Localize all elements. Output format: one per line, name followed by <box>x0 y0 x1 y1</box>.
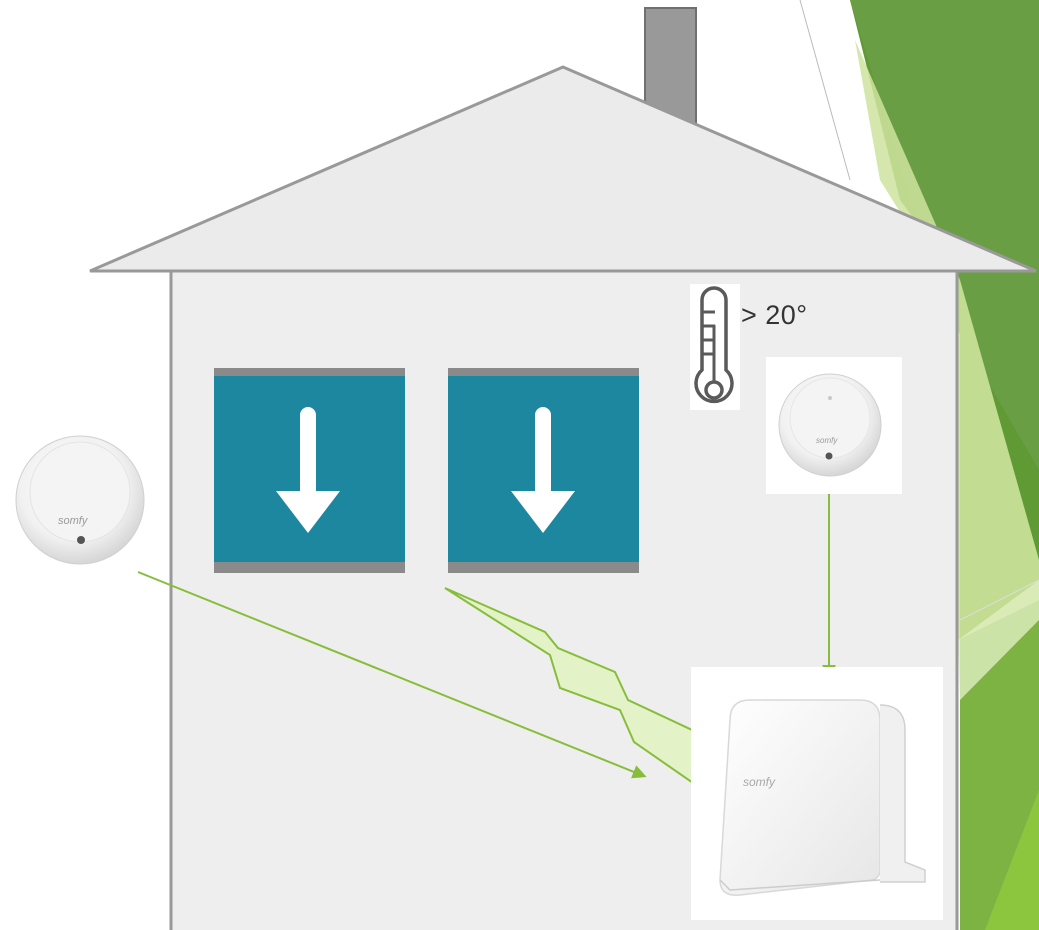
window-right <box>448 368 639 573</box>
brand-logo-left-sensor: somfy <box>58 515 87 527</box>
round-sensor-left <box>16 436 144 564</box>
window-left <box>214 368 405 573</box>
brand-logo-hub: somfy <box>743 775 775 789</box>
round-sensor-right <box>766 357 902 494</box>
thermometer-icon <box>690 284 740 410</box>
central-hub-box <box>691 667 943 920</box>
temperature-threshold-label: > 20° <box>741 300 808 331</box>
brand-logo-right-sensor: somfy <box>816 436 837 445</box>
